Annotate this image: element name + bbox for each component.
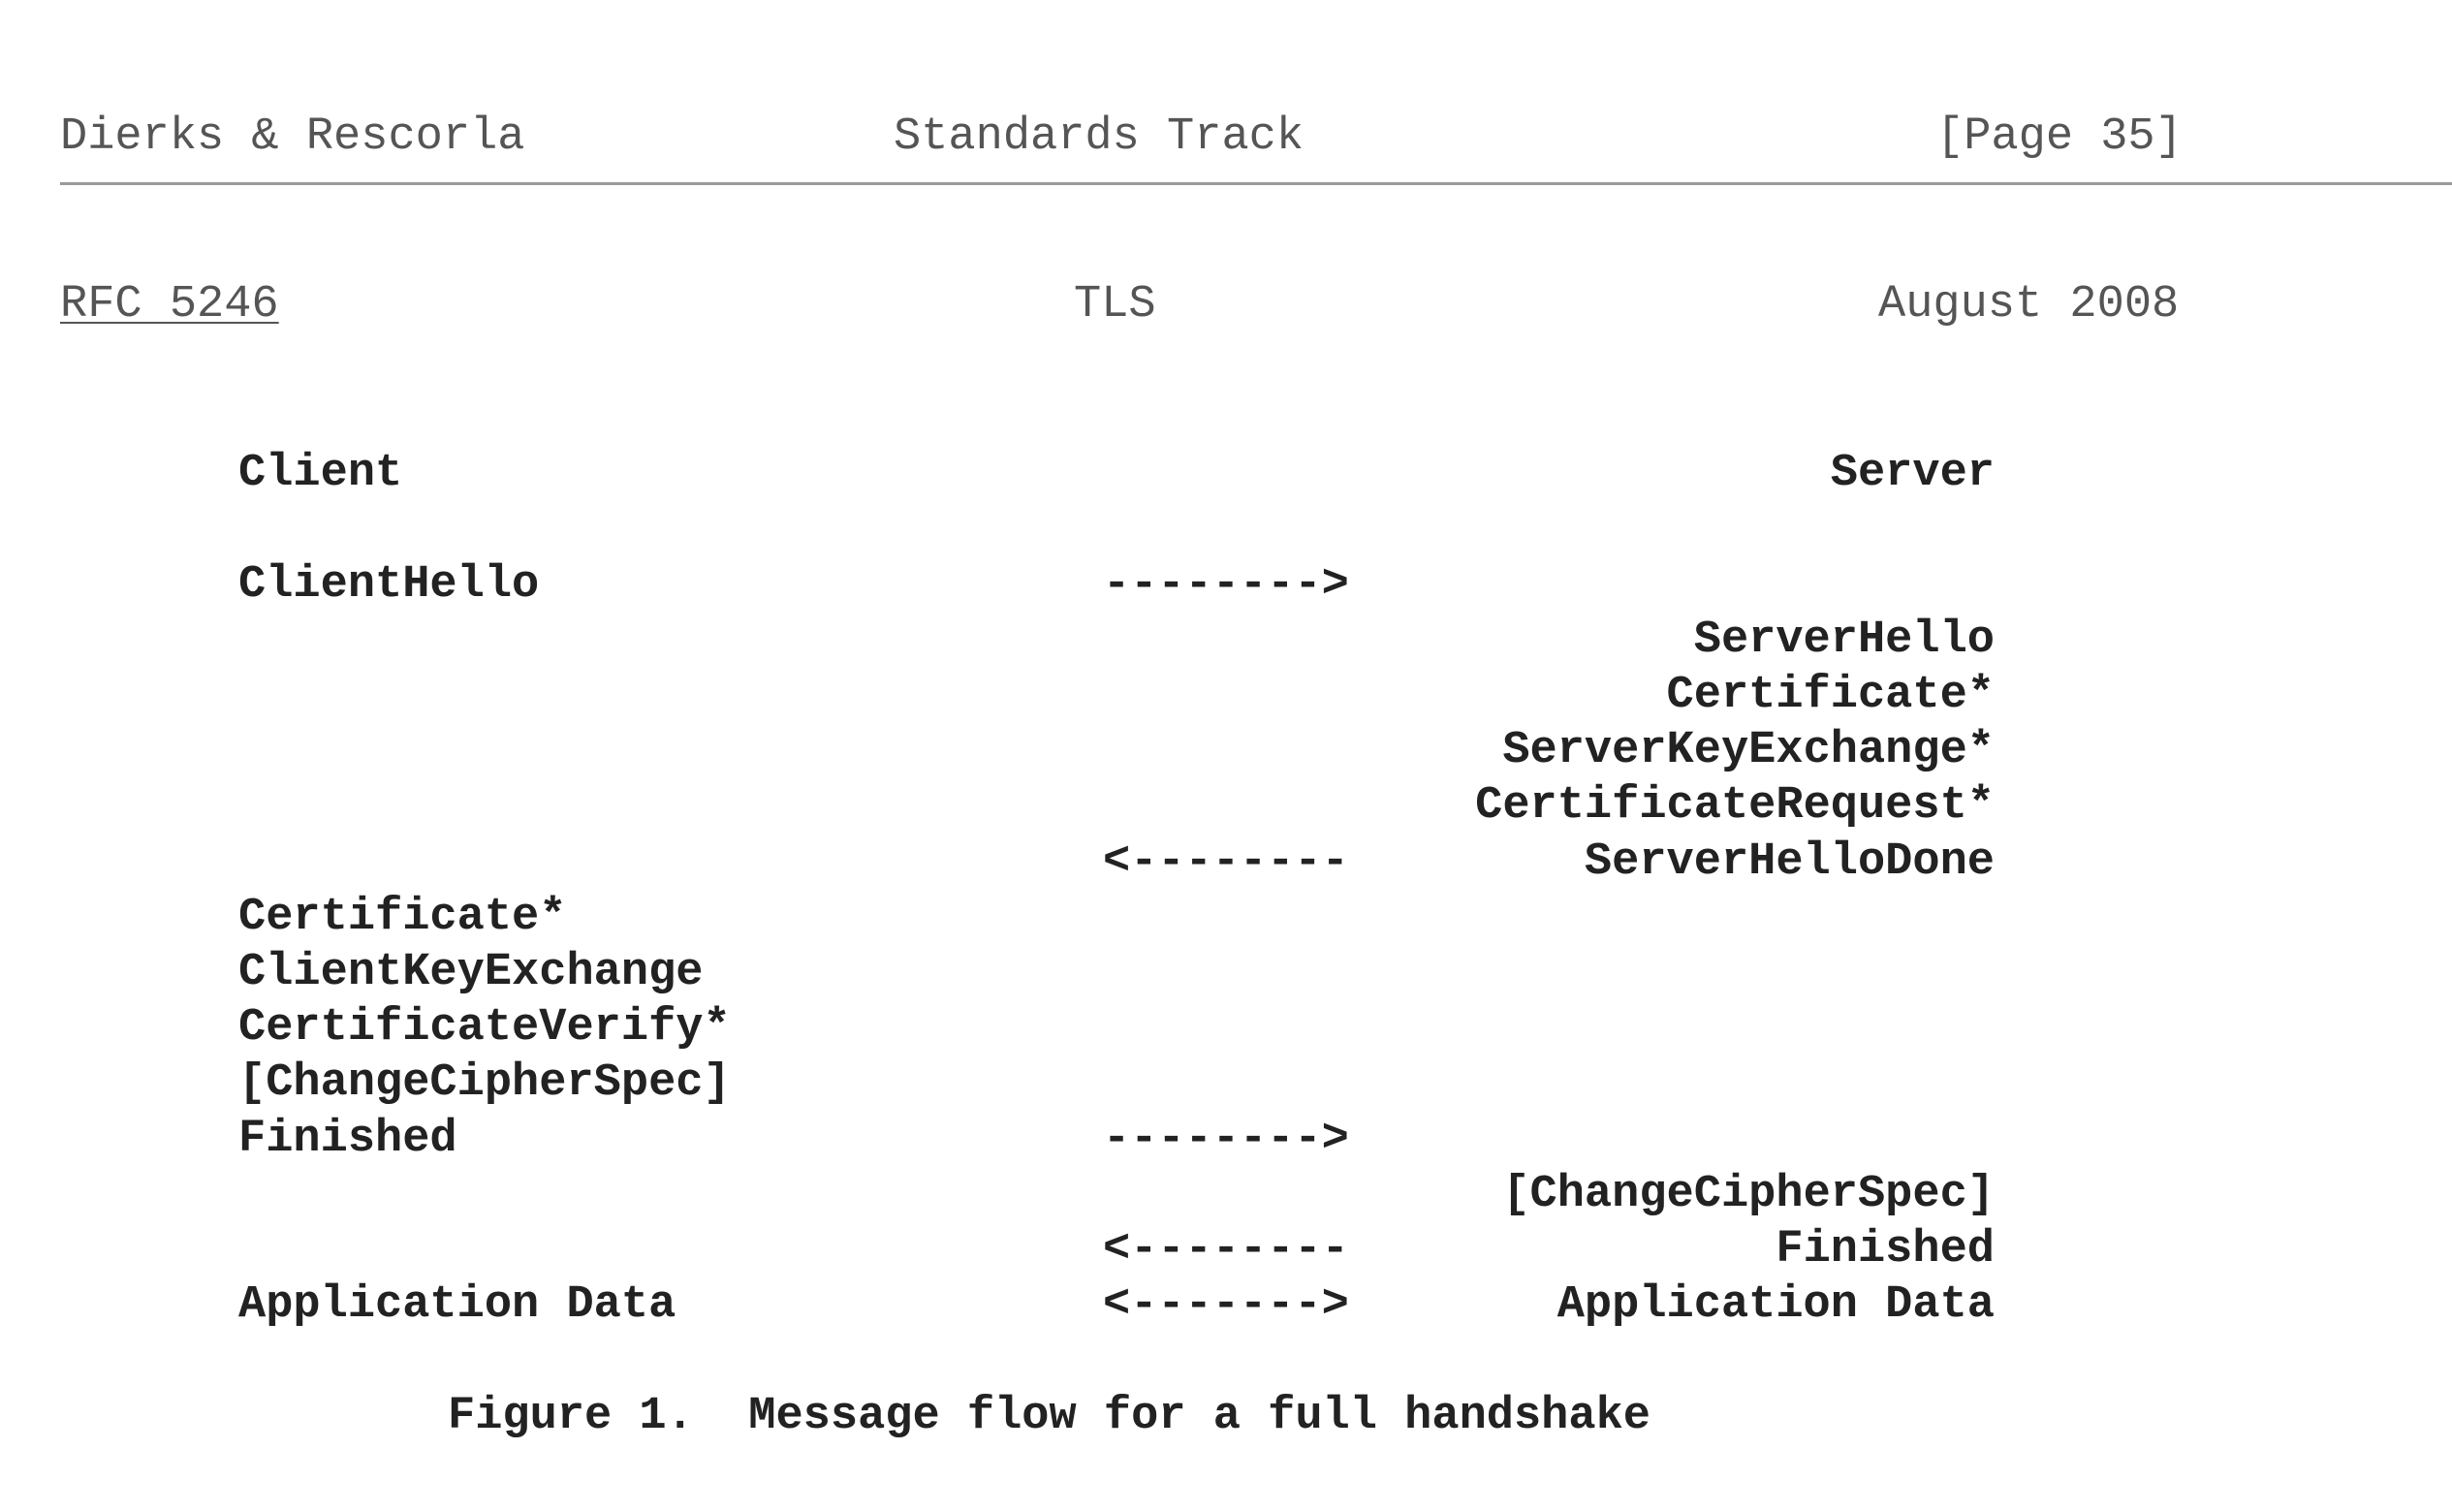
server-hello: ServerHello <box>1693 614 1995 666</box>
certificate-verify: CertificateVerify* <box>238 1002 731 1054</box>
header-track: Standards Track <box>894 111 1305 163</box>
server-change-cipher-spec: [ChangeCipherSpec] <box>1502 1169 1995 1220</box>
client-key-exchange: ClientKeyExchange <box>238 947 704 998</box>
rfc-number-link[interactable]: RFC 5246 <box>60 279 279 331</box>
arrow-right: --------> <box>1103 1114 1349 1165</box>
client-application-data: Application Data <box>238 1279 676 1331</box>
certificate-request: CertificateRequest* <box>1475 780 1995 832</box>
page-break-rule <box>60 182 2452 185</box>
header-page-number: [Page 35] <box>1936 111 2183 163</box>
client-label: Client <box>238 448 403 499</box>
server-application-data: Application Data <box>1556 1279 1995 1331</box>
running-date: August 2008 <box>1878 279 2180 331</box>
arrow-right: --------> <box>1103 559 1349 611</box>
client-finished: Finished <box>238 1114 457 1165</box>
running-title: TLS <box>1074 279 1156 331</box>
server-certificate: Certificate* <box>1666 670 1995 721</box>
server-label: Server <box>1830 448 1995 499</box>
arrow-left: <-------- <box>1103 1224 1349 1276</box>
header-authors: Dierks & Rescorla <box>60 111 525 163</box>
arrow-left: <-------- <box>1103 836 1349 888</box>
arrow-bidirectional: <-------> <box>1103 1279 1349 1331</box>
client-certificate: Certificate* <box>238 892 567 943</box>
server-finished: Finished <box>1776 1224 1995 1276</box>
client-hello: ClientHello <box>238 559 540 611</box>
server-key-exchange: ServerKeyExchange* <box>1502 725 1995 776</box>
server-hello-done: ServerHelloDone <box>1584 836 1995 888</box>
client-change-cipher-spec: [ChangeCipherSpec] <box>238 1057 731 1109</box>
figure-caption: Figure 1. Message flow for a full handsh… <box>448 1391 1651 1442</box>
